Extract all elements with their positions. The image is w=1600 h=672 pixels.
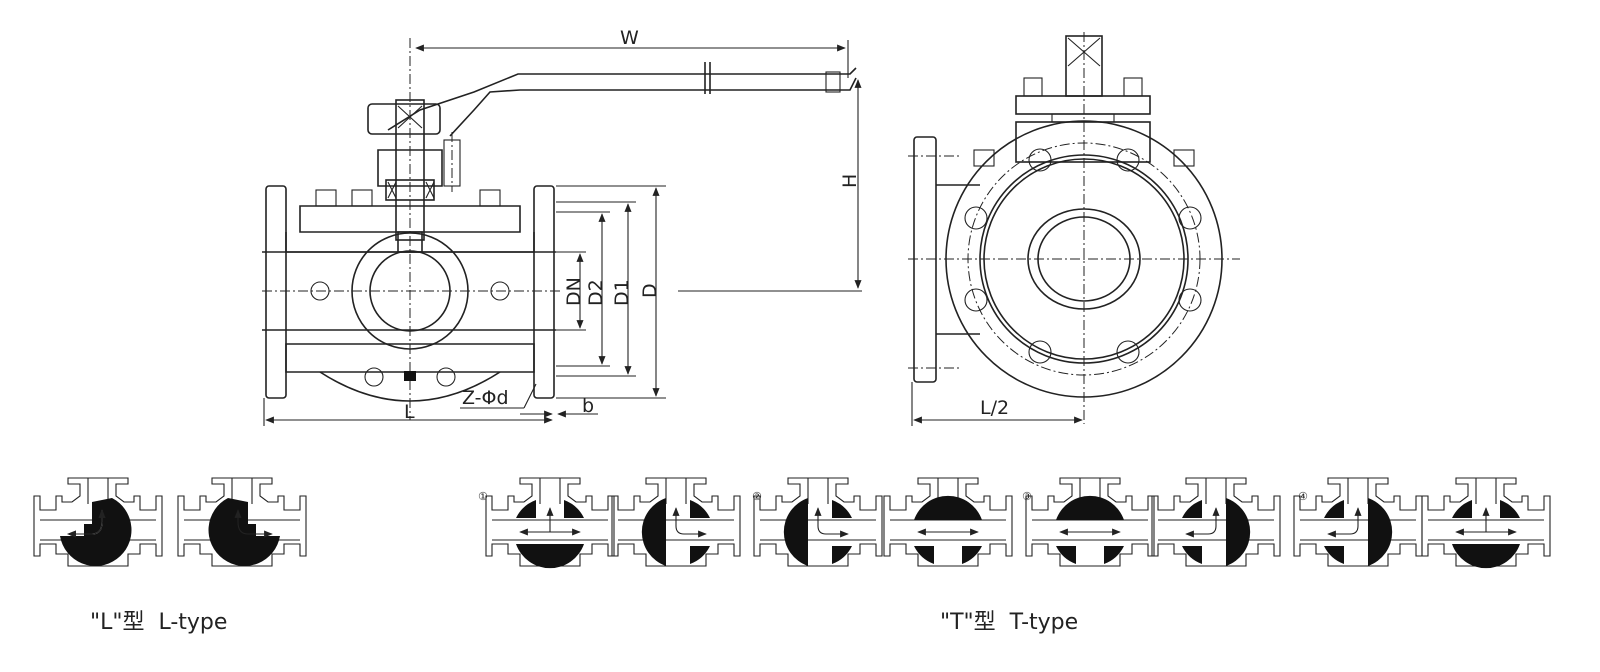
l-type-patterns (33, 477, 307, 567)
t-type-caption: "T"型 T-type (940, 610, 1079, 635)
side-view: L/2 (908, 32, 1240, 426)
dim-dn: DN (563, 277, 585, 306)
dim-z-phi-d: Z-Φd (462, 387, 509, 409)
t-type-pattern-2a (753, 477, 883, 567)
front-view: DN D2 D1 D H W L b Z-Φd (262, 27, 862, 426)
dim-b: b (582, 395, 594, 417)
dim-d: D (639, 283, 661, 298)
t-type-pattern-1a (485, 477, 615, 569)
dim-d1: D1 (611, 279, 633, 306)
dim-l-half: L/2 (980, 397, 1009, 419)
l-type-caption: "L"型 L-type (90, 610, 228, 635)
bolt-holes (964, 148, 1202, 364)
t-type-pattern-3a (1025, 477, 1155, 567)
t-type-marker-4: ④ (1298, 490, 1308, 503)
dim-h: H (839, 174, 861, 188)
t-type-patterns: ① ② (478, 477, 1551, 569)
t-type-pattern-2b (883, 477, 1013, 567)
dim-l: L (404, 401, 415, 423)
t-type-pattern-1b (611, 477, 741, 567)
t-type-marker-1: ① (478, 490, 488, 503)
dim-w: W (620, 27, 639, 49)
l-type-pattern-2 (177, 477, 307, 567)
t-type-pattern-4b (1421, 477, 1551, 569)
dim-d2: D2 (585, 279, 607, 306)
t-type-pattern-4a (1293, 477, 1423, 567)
t-type-pattern-3b (1151, 477, 1281, 567)
l-type-pattern-1 (33, 477, 163, 567)
